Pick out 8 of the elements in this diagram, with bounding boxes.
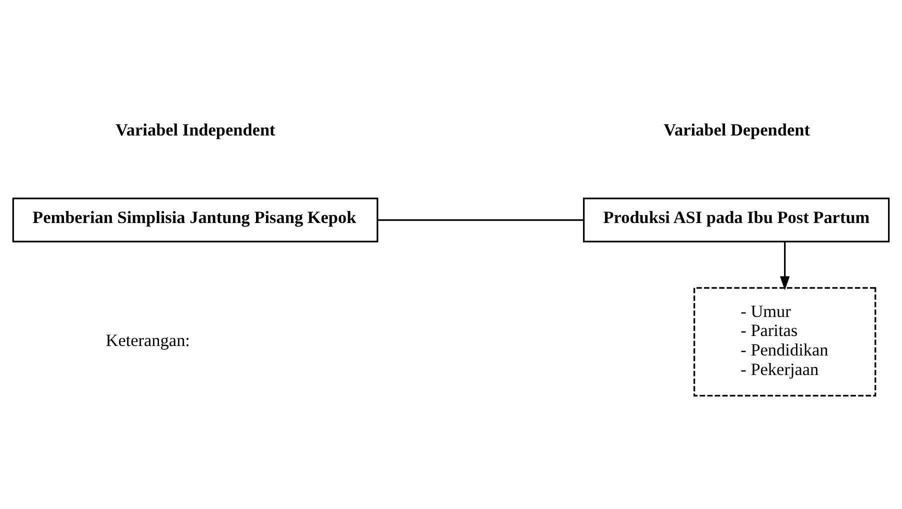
node-box: Pemberian Simplisia Jantung Pisang Kepok [12,198,378,242]
node-box: Produksi ASI pada Ibu Post Partum [583,198,890,242]
arrow [780,242,790,290]
label: Variabel Independent [116,120,276,140]
node-box: - Umur - Paritas - Pendidikan - Pekerjaan [694,287,876,396]
label: Keterangan: [106,330,190,350]
label: Variabel Dependent [664,120,810,140]
connector [378,219,584,221]
